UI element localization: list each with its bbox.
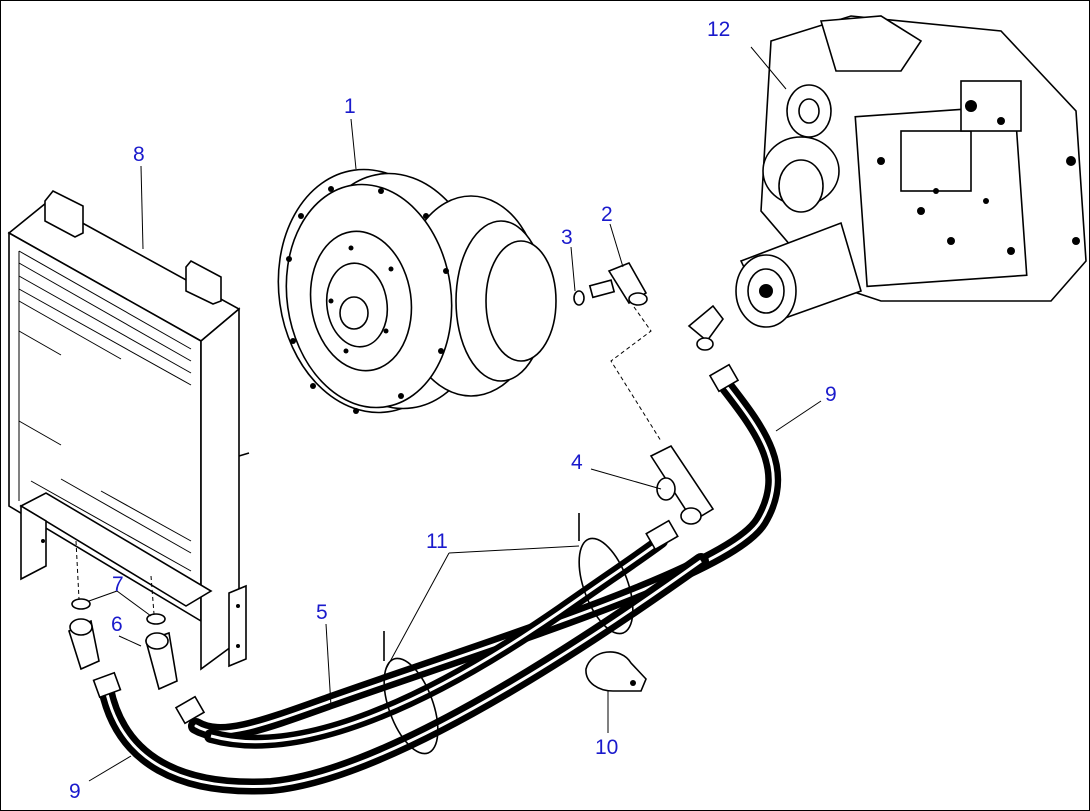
hose-clamp-upper bbox=[578, 513, 634, 635]
transmission bbox=[735, 15, 1087, 328]
o-ring-7a bbox=[71, 598, 91, 610]
hose-clamp-lower bbox=[383, 631, 439, 755]
torque-converter bbox=[277, 168, 557, 414]
hose-lower bbox=[92, 553, 709, 795]
label-part-12: 12 bbox=[707, 18, 730, 41]
cooler-elbows bbox=[68, 618, 178, 691]
label-part-11: 11 bbox=[426, 530, 448, 553]
connection-line bbox=[610, 306, 662, 442]
label-part-2: 2 bbox=[601, 203, 613, 226]
label-part-6: 6 bbox=[111, 613, 123, 636]
part-labels: 1 2 3 4 5 6 7 8 9 9 10 11 12 bbox=[69, 18, 837, 803]
label-part-10: 10 bbox=[595, 736, 618, 759]
label-part-5: 5 bbox=[316, 601, 328, 624]
label-part-3: 3 bbox=[561, 226, 573, 249]
guide-line bbox=[150, 575, 155, 615]
hose-upper bbox=[174, 363, 782, 740]
transmission-elbow bbox=[687, 304, 724, 351]
label-part-8: 8 bbox=[133, 143, 145, 166]
label-part-4: 4 bbox=[571, 451, 583, 474]
clip-10 bbox=[585, 651, 647, 692]
tee-fitting bbox=[649, 444, 715, 525]
cooler-fins bbox=[18, 250, 192, 572]
guide-line bbox=[75, 540, 80, 600]
label-part-9-lower: 9 bbox=[69, 780, 81, 803]
elbow-fitting bbox=[588, 261, 648, 306]
flywheel-bolts bbox=[286, 186, 449, 414]
tube-5 bbox=[204, 519, 679, 749]
label-part-1: 1 bbox=[344, 95, 356, 118]
oil-cooler bbox=[7, 189, 250, 671]
o-ring-7b bbox=[146, 613, 166, 625]
label-part-9-upper: 9 bbox=[825, 383, 837, 406]
leader-lines bbox=[88, 46, 822, 782]
label-part-7: 7 bbox=[112, 573, 124, 596]
o-ring-3 bbox=[573, 290, 585, 306]
transmission-bolts bbox=[877, 100, 1080, 255]
